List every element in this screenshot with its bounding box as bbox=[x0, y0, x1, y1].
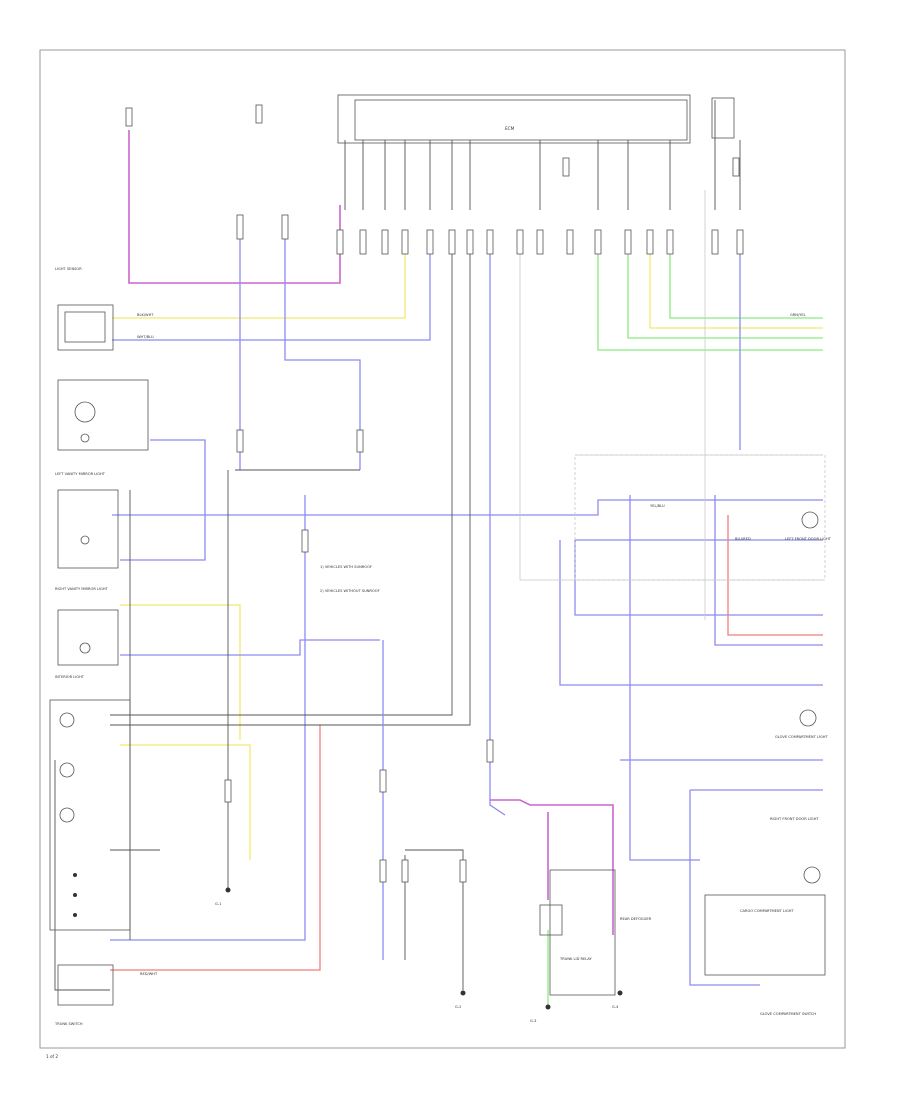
connector-row-top bbox=[236, 214, 744, 255]
rear-defogger-label: REAR DEFOGGER bbox=[620, 917, 652, 921]
wire-label-4: GRN/YEL bbox=[790, 313, 806, 317]
rear-defogger: REAR DEFOGGER bbox=[539, 869, 652, 996]
map-lights bbox=[49, 699, 131, 931]
wires bbox=[54, 100, 823, 1005]
dashed-boundary bbox=[574, 454, 826, 581]
glove-light-label: GLOVE COMPARTMENT LIGHT bbox=[775, 735, 829, 739]
trunk-switch: TRUNK SWITCH bbox=[54, 964, 114, 1026]
light-sensor: LIGHT SENSOR bbox=[55, 267, 114, 351]
light-sensor-label: LIGHT SENSOR bbox=[55, 267, 82, 271]
glove-switch: GLOVE COMPARTMENT SWITCH bbox=[760, 1012, 816, 1016]
wire-label-2: WHT/BLU bbox=[137, 335, 154, 339]
cargo-light: CARGO COMPARTMENT LIGHT bbox=[704, 894, 826, 976]
right-vanity-label: RIGHT VANITY MIRROR LIGHT bbox=[55, 587, 109, 591]
connector-row-lower bbox=[224, 429, 494, 883]
cargo-light-label: CARGO COMPARTMENT LIGHT bbox=[740, 909, 794, 913]
note-1: 1) VEHICLES WITH SUNROOF bbox=[320, 565, 372, 569]
ecm-module: ECM bbox=[337, 94, 691, 144]
wire-label-3: YEL/BLU bbox=[650, 504, 665, 508]
right-vanity-light: RIGHT VANITY MIRROR LIGHT bbox=[55, 489, 119, 591]
ground-1-label: G-1 bbox=[215, 902, 221, 906]
trunk-switch-label: TRUNK SWITCH bbox=[54, 1022, 83, 1026]
left-vanity-label: LEFT VANITY MIRROR LIGHT bbox=[55, 472, 106, 476]
wire-label-6: RED/WHT bbox=[140, 972, 158, 976]
glove-light: GLOVE COMPARTMENT LIGHT bbox=[775, 709, 829, 739]
right-door-light: RIGHT FRONT DOOR LIGHT bbox=[770, 817, 821, 884]
wire-label-5: BLU/RED bbox=[735, 537, 751, 541]
ecm-label: ECM bbox=[505, 126, 515, 131]
right-door-light-label: RIGHT FRONT DOOR LIGHT bbox=[770, 817, 819, 821]
note-2: 2) VEHICLES WITHOUT SUNROOF bbox=[320, 589, 380, 593]
interior-light-label: INTERIOR LIGHT bbox=[55, 675, 85, 679]
ground-3-label: G-3 bbox=[530, 1019, 536, 1023]
notes: 1) VEHICLES WITH SUNROOF 2) VEHICLES WIT… bbox=[320, 565, 380, 593]
fuse-symbols bbox=[125, 97, 740, 177]
left-door-light-label: LEFT FRONT DOOR LIGHT bbox=[785, 537, 832, 541]
grounds: G-1 G-2 G-3 G-4 bbox=[215, 887, 623, 1023]
ground-2-label: G-2 bbox=[455, 1005, 461, 1009]
left-door-light: LEFT FRONT DOOR LIGHT bbox=[785, 511, 832, 541]
glove-switch-label: GLOVE COMPARTMENT SWITCH bbox=[760, 1012, 816, 1016]
left-vanity-light: LEFT VANITY MIRROR LIGHT bbox=[55, 379, 149, 476]
ground-4-label: G-4 bbox=[612, 1005, 619, 1009]
interior-light: INTERIOR LIGHT bbox=[55, 609, 119, 679]
wire-code-labels: BLK/WHT WHT/BLU YEL/BLU GRN/YEL BLU/RED … bbox=[137, 313, 806, 976]
page-number: 1 of 2 bbox=[46, 1054, 58, 1059]
diagram-frame bbox=[39, 49, 846, 1049]
wire-label-1: BLK/WHT bbox=[137, 313, 154, 317]
trunk-relay-label: TRUNK LID RELAY bbox=[559, 957, 593, 961]
